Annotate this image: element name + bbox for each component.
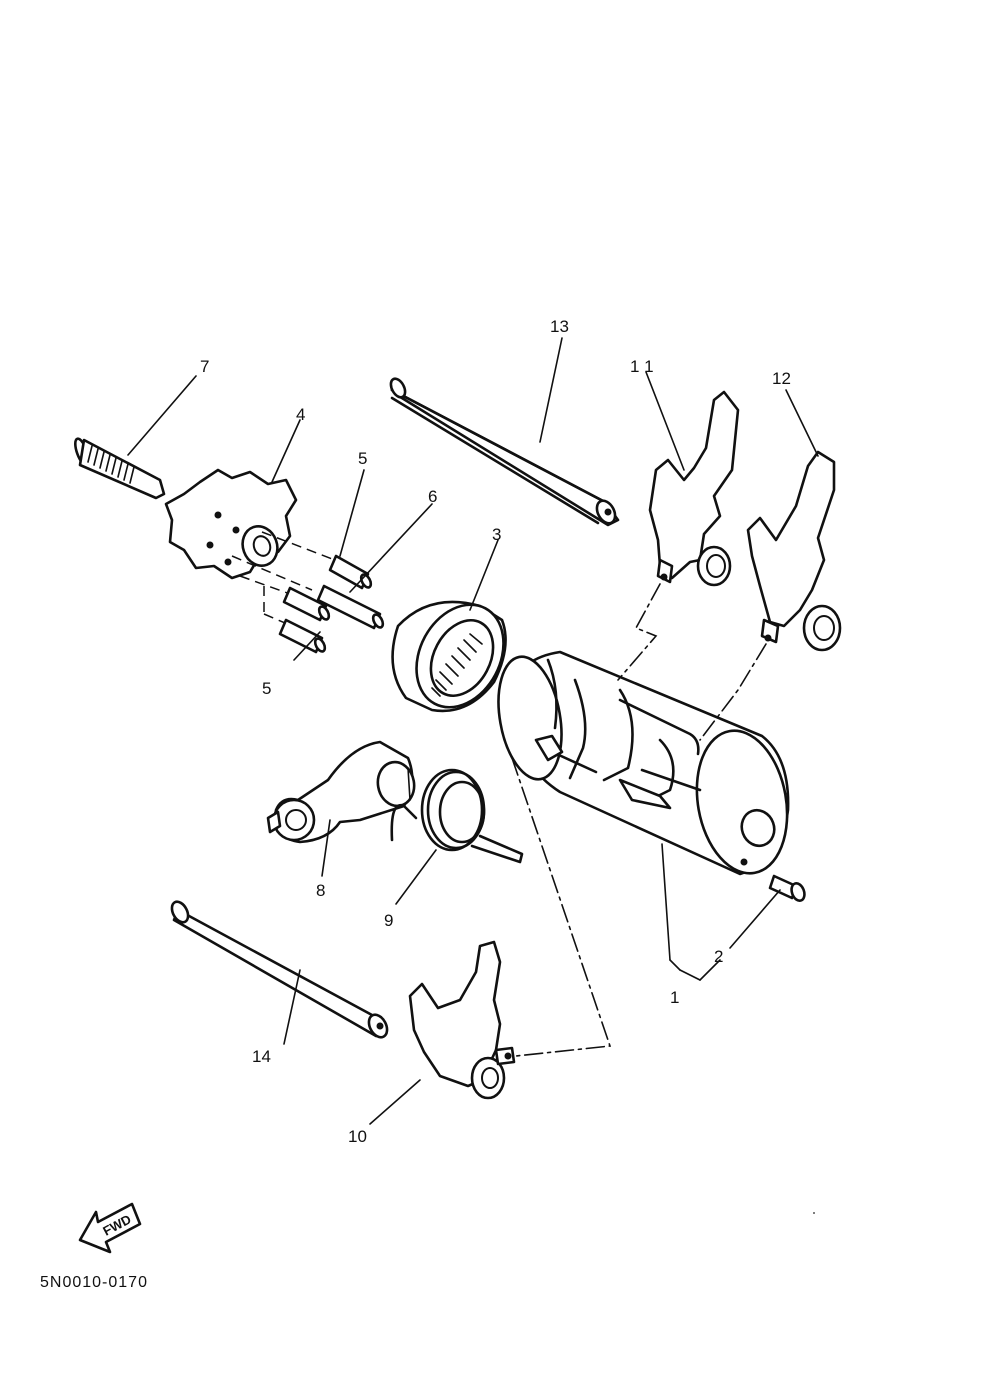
stopper-lever[interactable]	[266, 740, 418, 844]
callout-13: 13	[550, 317, 569, 336]
callout-11: 1 1	[630, 357, 654, 376]
dowel-pin-middle[interactable]	[282, 586, 331, 622]
callout-6: 6	[428, 487, 437, 506]
shift-fork-shaft-upper[interactable]	[388, 376, 620, 527]
callout-14: 14	[252, 1047, 271, 1066]
callout-1: 1	[670, 988, 679, 1007]
dowel-pin-lower[interactable]	[278, 618, 327, 654]
callout-3: 3	[492, 525, 501, 544]
torsion-spring[interactable]	[390, 768, 524, 864]
shift-fork-12[interactable]	[746, 450, 842, 652]
drawing-code: 5N0010-0170	[40, 1274, 148, 1291]
dowel-pin-upper[interactable]	[328, 554, 373, 590]
callout-7: 7	[200, 357, 209, 376]
shift-drum-segment[interactable]	[164, 468, 298, 580]
speck	[813, 1212, 815, 1214]
needle-bearing[interactable]	[391, 590, 521, 723]
callout-8: 8	[316, 881, 325, 900]
callout-4: 4	[296, 405, 305, 424]
callout-9: 9	[384, 911, 393, 930]
shift-drum[interactable]	[490, 650, 798, 881]
dowel-pin-long[interactable]	[316, 584, 385, 630]
shift-fork-11[interactable]	[648, 390, 740, 587]
leader-lines	[127, 337, 819, 1125]
shift-fork-shaft-lower[interactable]	[169, 899, 391, 1040]
callout-5-lower: 5	[262, 679, 271, 698]
groove-pairing-lines	[511, 583, 767, 1057]
callout-10: 10	[348, 1127, 367, 1146]
callout-labels: 1 2 3 4 5 5 6 7 8 9 10 1 1 12 13 14	[200, 317, 791, 1146]
callout-5-upper: 5	[358, 449, 367, 468]
bolt[interactable]	[73, 437, 166, 500]
callout-2: 2	[714, 947, 723, 966]
callout-12: 12	[772, 369, 791, 388]
fwd-arrow-icon: FWD	[78, 1202, 142, 1254]
shift-fork-10[interactable]	[408, 940, 516, 1100]
drum-pin[interactable]	[768, 874, 807, 903]
